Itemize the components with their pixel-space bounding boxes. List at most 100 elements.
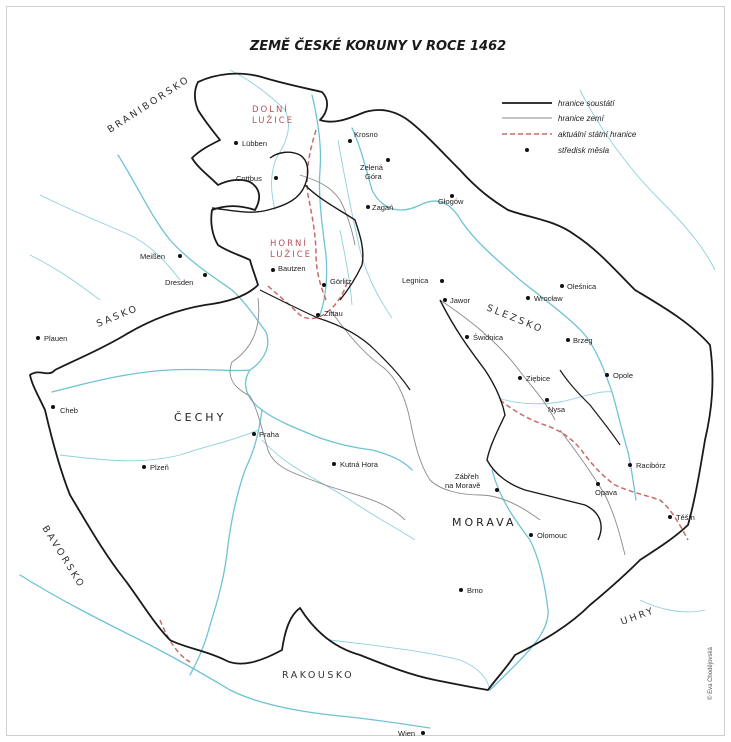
- river-oder: [351, 127, 637, 501]
- city-glogow: Głogów: [438, 197, 464, 206]
- city-dresden: Dresden: [165, 278, 193, 287]
- city-dot: [234, 141, 238, 145]
- river-ohre: [51, 368, 251, 393]
- legend-swatch-city: [525, 148, 529, 152]
- city-zittau: Zittau: [324, 309, 343, 318]
- river-dyje: [329, 639, 491, 691]
- city-dot: [518, 376, 522, 380]
- city-dot: [566, 338, 570, 342]
- city-gorlitz: Görlitz: [330, 277, 352, 286]
- internal-borders: [211, 151, 621, 541]
- city-meissen: Meißen: [140, 252, 165, 261]
- city-plzen: Plzeň: [150, 463, 169, 472]
- city-dot: [332, 462, 336, 466]
- city-krosno: Krosno: [354, 130, 378, 139]
- river-morava: [489, 469, 549, 691]
- city-dot: [450, 194, 454, 198]
- city-dot: [596, 482, 600, 486]
- river-elbe: [117, 154, 413, 471]
- city-dot: [545, 398, 549, 402]
- city-tesin: Těšín: [676, 513, 695, 522]
- city-zabreh-1: Zábřeh: [455, 472, 479, 481]
- city-wien: Wien: [398, 729, 415, 738]
- river-spree: [229, 69, 289, 211]
- city-dot: [51, 405, 55, 409]
- city-legnica: Legnica: [402, 276, 429, 285]
- city-dot: [274, 176, 278, 180]
- city-dot: [271, 268, 275, 272]
- river-berounka: [59, 429, 259, 462]
- region-uhry: UHRY: [619, 605, 657, 628]
- map-frame: [6, 6, 725, 736]
- city-swidnica: Świdnica: [473, 333, 504, 342]
- city-dot: [526, 296, 530, 300]
- region-rakousko: RAKOUSKO: [282, 670, 354, 681]
- rivers: [19, 69, 716, 729]
- city-zagan: Zagań: [372, 203, 393, 212]
- region-slezsko: SLEZSKO: [485, 303, 545, 336]
- city-dot: [142, 465, 146, 469]
- city-dot: [316, 313, 320, 317]
- city-dot: [560, 284, 564, 288]
- city-dot: [178, 254, 182, 258]
- region-dolni-luzice-1: DOLNÍ: [252, 103, 289, 115]
- city-dot: [495, 488, 499, 492]
- city-raciborz: Racibórz: [636, 461, 666, 470]
- city-dot: [322, 283, 326, 287]
- city-olesnica: Oleśnica: [567, 282, 597, 291]
- river-nysa-klodzka: [497, 391, 613, 405]
- region-braniborsko: BRANIBORSKO: [106, 74, 193, 136]
- city-brno: Brno: [467, 586, 483, 595]
- city-dot: [252, 432, 256, 436]
- region-cechy: ČECHY: [174, 411, 226, 424]
- city-brzeg: Brzeg: [573, 336, 593, 345]
- river-bobr: [337, 139, 393, 319]
- city-olomouc: Olomouc: [537, 531, 567, 540]
- legend-label-land: hranice zemí: [558, 114, 605, 123]
- river-mulde: [39, 194, 181, 281]
- city-zelena-gora-1: Zelená: [360, 163, 384, 172]
- city-dot: [459, 588, 463, 592]
- legend-label-outer: hranice soustátí: [558, 99, 615, 108]
- crown-border: [29, 72, 714, 691]
- city-cottbus: Cottbus: [236, 174, 262, 183]
- river-vah: [639, 599, 706, 613]
- city-wroclaw: Wrocław: [534, 294, 563, 303]
- city-zabreh-2: na Moravě: [445, 481, 480, 490]
- city-dot: [605, 373, 609, 377]
- city-dot: [36, 336, 40, 340]
- city-cheb: Cheb: [60, 406, 78, 415]
- region-morava: MORAVA: [452, 516, 517, 529]
- land-borders: [229, 174, 626, 556]
- map-credit: © Eva Chodějovská: [707, 647, 714, 700]
- city-dot: [628, 463, 632, 467]
- region-dolni-luzice-2: LUŽICE: [252, 114, 294, 126]
- legend: hranice soustátí hranice zemí aktuální s…: [502, 99, 637, 155]
- river-kwisa: [339, 229, 353, 306]
- city-kutna-hora: Kutná Hora: [340, 460, 379, 469]
- city-dot: [348, 139, 352, 143]
- map-title: ZEMĚ ČESKÉ KORUNY V ROCE 1462: [249, 38, 506, 54]
- cities: Lübben Cottbus Krosno Zelená Góra Zagań …: [36, 130, 695, 738]
- state-borders: [159, 129, 689, 663]
- city-zelena-gora-2: Góra: [365, 172, 383, 181]
- city-bautzen: Bautzen: [278, 264, 306, 273]
- city-dot: [366, 205, 370, 209]
- city-dot: [668, 515, 672, 519]
- legend-label-state: aktuální státní hranice: [558, 130, 637, 139]
- city-dot: [465, 335, 469, 339]
- city-opole: Opole: [613, 371, 633, 380]
- region-horni-luzice-1: HORNÍ: [270, 237, 308, 249]
- river-vltava: [189, 409, 263, 676]
- city-lubben: Lübben: [242, 139, 267, 148]
- region-sasko: SASKO: [95, 303, 140, 330]
- city-ziebice: Ziębice: [526, 374, 550, 383]
- city-dot: [529, 533, 533, 537]
- city-praha: Praha: [259, 430, 280, 439]
- river-saale: [29, 254, 101, 301]
- city-dot: [421, 731, 425, 735]
- city-dot: [440, 279, 444, 283]
- city-nysa: Nysa: [548, 405, 566, 414]
- river-danube: [19, 574, 431, 729]
